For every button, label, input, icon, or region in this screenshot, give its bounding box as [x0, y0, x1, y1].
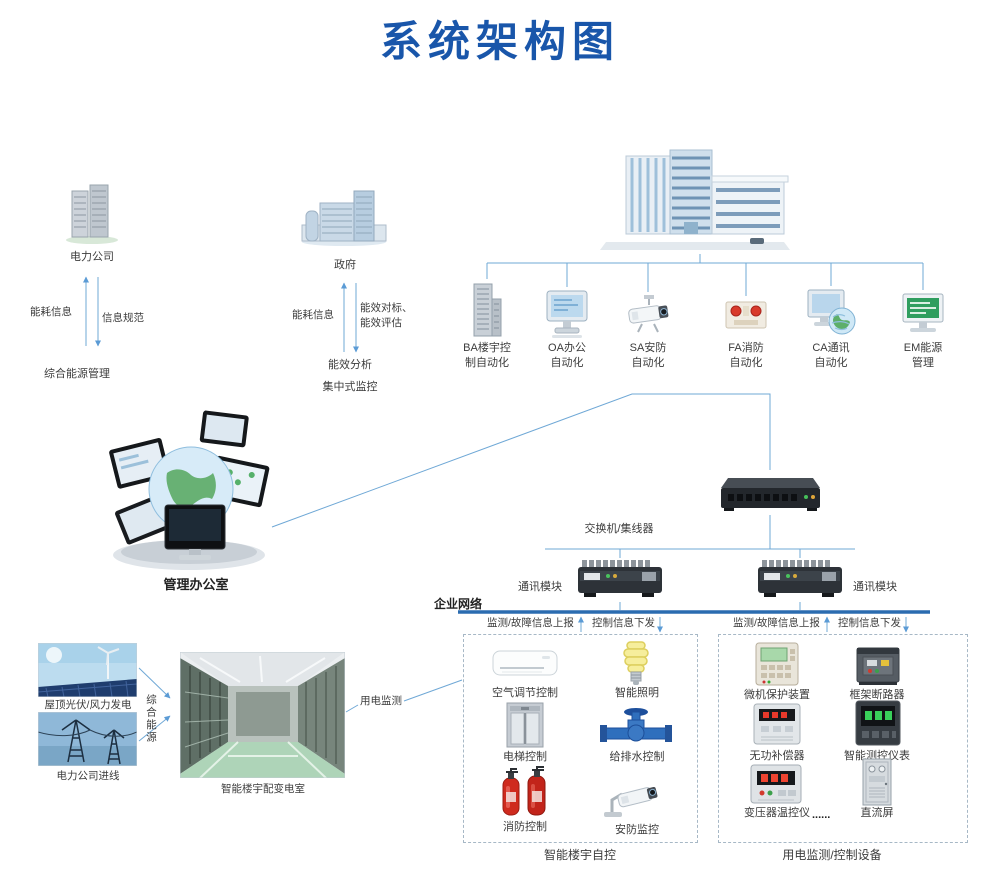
ellipsis-label: ...... — [812, 809, 831, 821]
dc-panel-label: 直流屏 — [860, 807, 894, 819]
solar-label: 屋顶光伏/风力发电 — [44, 699, 132, 711]
efficiency-analysis-label: 能效分析 — [328, 359, 372, 371]
green-monitor-icon — [900, 292, 946, 336]
oa-label-line2: 自动化 — [550, 357, 584, 369]
integrated-energy-mgmt-label: 综合能源管理 — [44, 368, 110, 380]
control-down-label-right: 控制信息下发 — [838, 617, 901, 629]
elevator-icon — [506, 702, 544, 748]
security-monitor-label: 安防监控 — [615, 824, 659, 836]
ca-label-line2: 自动化 — [814, 357, 848, 369]
em-label-line1: EM能源 — [903, 342, 943, 354]
benchmark-label: 能效对标、 — [360, 302, 413, 314]
solar-wind-photo — [37, 642, 138, 698]
power-box-caption: 用电监测/控制设备 — [782, 848, 882, 862]
monitor-cluster-globe-icon — [105, 403, 270, 575]
comm-module-icon-left — [576, 558, 664, 602]
large-office-building-icon — [600, 146, 790, 254]
highrise-building-icon — [469, 281, 505, 339]
central-monitoring-label: 集中式监控 — [322, 381, 378, 393]
cfl-bulb-icon — [618, 640, 654, 686]
fire-control-label: 消防控制 — [503, 821, 547, 833]
info-standard-down-label: 信息规范 — [102, 312, 144, 324]
fire-extinguisher-icon — [496, 764, 552, 818]
sa-label-line2: 自动化 — [631, 357, 665, 369]
temperature-controller-icon — [750, 762, 802, 806]
switch-label: 交换机/集线器 — [584, 523, 654, 535]
water-valve-icon — [600, 706, 672, 746]
monitor-icon — [544, 289, 590, 339]
energy-info-up-label: 能耗信息 — [30, 306, 72, 318]
grid-inlet-label: 电力公司进线 — [56, 770, 120, 782]
report-up-label-right: 监测/故障信息上报 — [733, 617, 820, 629]
temperature-controller-label: 变压器温控仪 — [744, 807, 810, 819]
fa-label-line1: FA消防 — [728, 342, 764, 354]
building-box-caption: 智能楼宇自控 — [543, 848, 616, 862]
smart-meter-label: 智能测控仪表 — [844, 750, 910, 762]
air-conditioner-icon — [492, 648, 558, 678]
management-office-label: 管理办公室 — [163, 577, 229, 592]
security-camera-icon — [602, 778, 666, 820]
control-down-label-left: 控制信息下发 — [592, 617, 655, 629]
comm-module-label-right: 通讯模块 — [853, 581, 897, 593]
power-company-label: 电力公司 — [70, 251, 114, 263]
sa-label-line1: SA安防 — [629, 342, 667, 354]
substation-room-photo — [179, 651, 346, 779]
frame-breaker-icon — [855, 644, 901, 686]
power-lines-photo — [37, 711, 138, 767]
page-title: 系统架构图 — [379, 18, 620, 65]
comm-module-label-left: 通讯模块 — [518, 581, 562, 593]
building-automation-box — [463, 634, 698, 843]
metering-label: 用电监测 — [360, 695, 402, 707]
ca-label-line1: CA通讯 — [812, 342, 850, 354]
office-building-icon — [64, 183, 120, 245]
ba-label-line2: 制自动化 — [465, 357, 509, 369]
protection-relay-icon — [755, 642, 799, 686]
government-building-icon — [298, 183, 390, 247]
hvac-label: 空气调节控制 — [492, 687, 558, 699]
report-up-label-left: 监测/故障信息上报 — [487, 617, 574, 629]
reactive-compensator-icon — [753, 702, 801, 746]
smart-meter-icon — [855, 700, 901, 746]
enterprise-network-label: 企业网络 — [434, 597, 483, 611]
government-label: 政府 — [334, 259, 356, 271]
ba-label-line1: BA楼宇控 — [463, 342, 511, 354]
cctv-camera-icon — [624, 294, 672, 334]
plumbing-label: 给排水控制 — [609, 751, 665, 763]
fire-alarm-icon — [724, 298, 768, 332]
protection-relay-label: 微机保护装置 — [744, 689, 810, 701]
fa-label-line2: 自动化 — [729, 357, 763, 369]
lighting-label: 智能照明 — [615, 687, 659, 699]
reactive-compensator-label: 无功补偿器 — [749, 750, 805, 762]
comm-module-icon-right — [756, 558, 844, 602]
energy-info-up-label-2: 能耗信息 — [292, 309, 334, 321]
network-switch-icon — [718, 470, 823, 515]
elevator-label: 电梯控制 — [503, 751, 547, 763]
frame-breaker-label: 框架断路器 — [849, 689, 905, 701]
em-label-line2: 管理 — [912, 357, 934, 369]
evaluation-label: 能效评估 — [360, 317, 402, 329]
computer-globe-icon — [806, 288, 856, 336]
combined-energy-label: 综合能源 — [145, 694, 157, 744]
dc-panel-icon — [862, 758, 892, 806]
oa-label-line1: OA办公 — [548, 342, 586, 354]
power-equipment-box — [718, 634, 968, 843]
substation-label: 智能楼宇配变电室 — [221, 783, 305, 795]
